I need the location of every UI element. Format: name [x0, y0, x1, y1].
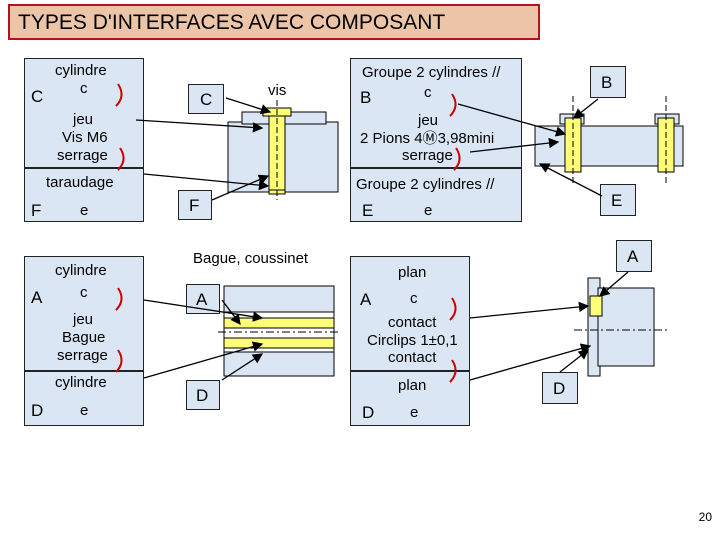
page-number: 20 — [698, 510, 712, 524]
bracket-circlips-e — [449, 359, 457, 383]
bague-label-a: A — [196, 290, 208, 309]
circlips-ring — [589, 295, 603, 317]
cyl-arrows — [457, 98, 603, 197]
bague-bottom-class: cylindre — [55, 374, 107, 391]
bracket-vis-c — [115, 83, 123, 107]
cyl-label-e-box: E — [600, 184, 636, 216]
circlips-bottom-class: plan — [398, 377, 427, 394]
circlips-label-a-box: A — [616, 240, 652, 272]
circlips-label-d-box: D — [542, 372, 578, 404]
cyl-bottom-class: Groupe 2 cylindres // — [356, 176, 495, 193]
vis-bottom-sub: e — [80, 202, 89, 219]
cyl-bottom-letter: E — [362, 201, 374, 220]
cyl-top-letter: B — [360, 88, 372, 107]
bague-assembly — [218, 285, 340, 377]
cyl-bottom-block — [350, 168, 522, 222]
vis-diagram-title: vis — [268, 82, 287, 99]
bague-jeu-line1: jeu — [73, 311, 94, 328]
vis-arrows — [135, 97, 272, 201]
bague-bottom-block — [24, 371, 144, 426]
vis-label-c-box: C — [188, 84, 224, 114]
maximum-material-symbol: Ⓜ — [422, 130, 438, 147]
circlips-bottom-sub: e — [410, 404, 419, 421]
circlips-top-sub: c — [410, 290, 418, 307]
bague-bush-bottom — [223, 337, 335, 349]
bracket-cyl-c — [449, 93, 457, 117]
vis-label-f: F — [189, 196, 200, 215]
cyl-label-b-box: B — [590, 66, 626, 98]
circlips-top-letter: A — [360, 290, 372, 309]
vis-top-letter: C — [31, 87, 44, 106]
vis-top-class: cylindre — [55, 62, 107, 79]
bague-arrows — [143, 299, 264, 381]
vis-assembly — [227, 100, 339, 200]
cyl-label-b: B — [601, 73, 613, 92]
circlips-top-block — [350, 256, 470, 371]
cyl-bottom-sub: e — [424, 202, 433, 219]
page-title: TYPES D'INTERFACES AVEC COMPOSANT — [18, 11, 446, 34]
bague-top-class: cylindre — [55, 262, 107, 279]
circlips-bottom-letter: D — [362, 403, 375, 422]
vis-jeu-line2: Vis M6 — [62, 129, 108, 146]
bague-label-d-box: D — [186, 380, 220, 410]
vis-jeu-line1: jeu — [73, 111, 94, 128]
vis-label-c: C — [200, 90, 213, 109]
cyl-jeu-line3: serrage — [402, 147, 453, 164]
vis-top-block — [24, 58, 144, 168]
bague-jeu-line3: serrage — [57, 347, 108, 364]
vis-label-f-box: F — [178, 190, 212, 220]
vis-jeu-line3: serrage — [57, 147, 108, 164]
circlips-top-class: plan — [398, 264, 427, 281]
cyl-top-class: Groupe 2 cylindres // — [362, 64, 501, 81]
bracket-bague-c — [115, 287, 123, 311]
bague-bottom-sub: e — [80, 402, 89, 419]
bague-label-d: D — [196, 386, 209, 405]
cyl-jeu-line2: 2 Pions 4Ⓜ3,98mini — [360, 130, 495, 147]
circlips-assembly — [574, 277, 668, 377]
bague-diagram-title: Bague, coussinet — [193, 250, 309, 267]
bague-top-letter: A — [31, 288, 43, 307]
circlips-jeu-line2: Circlips 1±0,1 — [367, 332, 458, 349]
bague-jeu-line2: Bague — [62, 329, 106, 346]
bracket-vis-e — [117, 147, 125, 171]
circlips-hub — [597, 287, 655, 367]
bague-top-sub: c — [80, 284, 88, 301]
cyl-top-sub: c — [424, 84, 432, 101]
bracket-bague-e — [115, 349, 123, 373]
vis-bottom-block — [24, 168, 144, 222]
bague-bush-top — [223, 317, 335, 329]
vis-bottom-class: taraudage — [46, 174, 114, 191]
circlips-label-d: D — [553, 379, 566, 398]
circlips-jeu-line1: contact — [388, 314, 437, 331]
circlips-arrows — [469, 271, 629, 381]
cyl-jeu-line1: jeu — [418, 112, 439, 129]
bracket-cyl-e — [453, 147, 461, 171]
cyl-assembly — [534, 96, 684, 186]
vis-top-sub: c — [80, 80, 88, 97]
bracket-circlips-c — [449, 297, 457, 321]
circlips-jeu-line3: contact — [388, 349, 437, 366]
circlips-label-a: A — [627, 247, 639, 266]
bague-bottom-letter: D — [31, 401, 44, 420]
vis-bottom-letter: F — [31, 201, 42, 220]
title-banner: TYPES D'INTERFACES AVEC COMPOSANT — [8, 4, 540, 40]
circlips-bottom-block — [350, 371, 470, 426]
red-brackets — [115, 83, 461, 383]
bague-top-block — [24, 256, 144, 371]
cyl-label-e: E — [611, 191, 623, 210]
